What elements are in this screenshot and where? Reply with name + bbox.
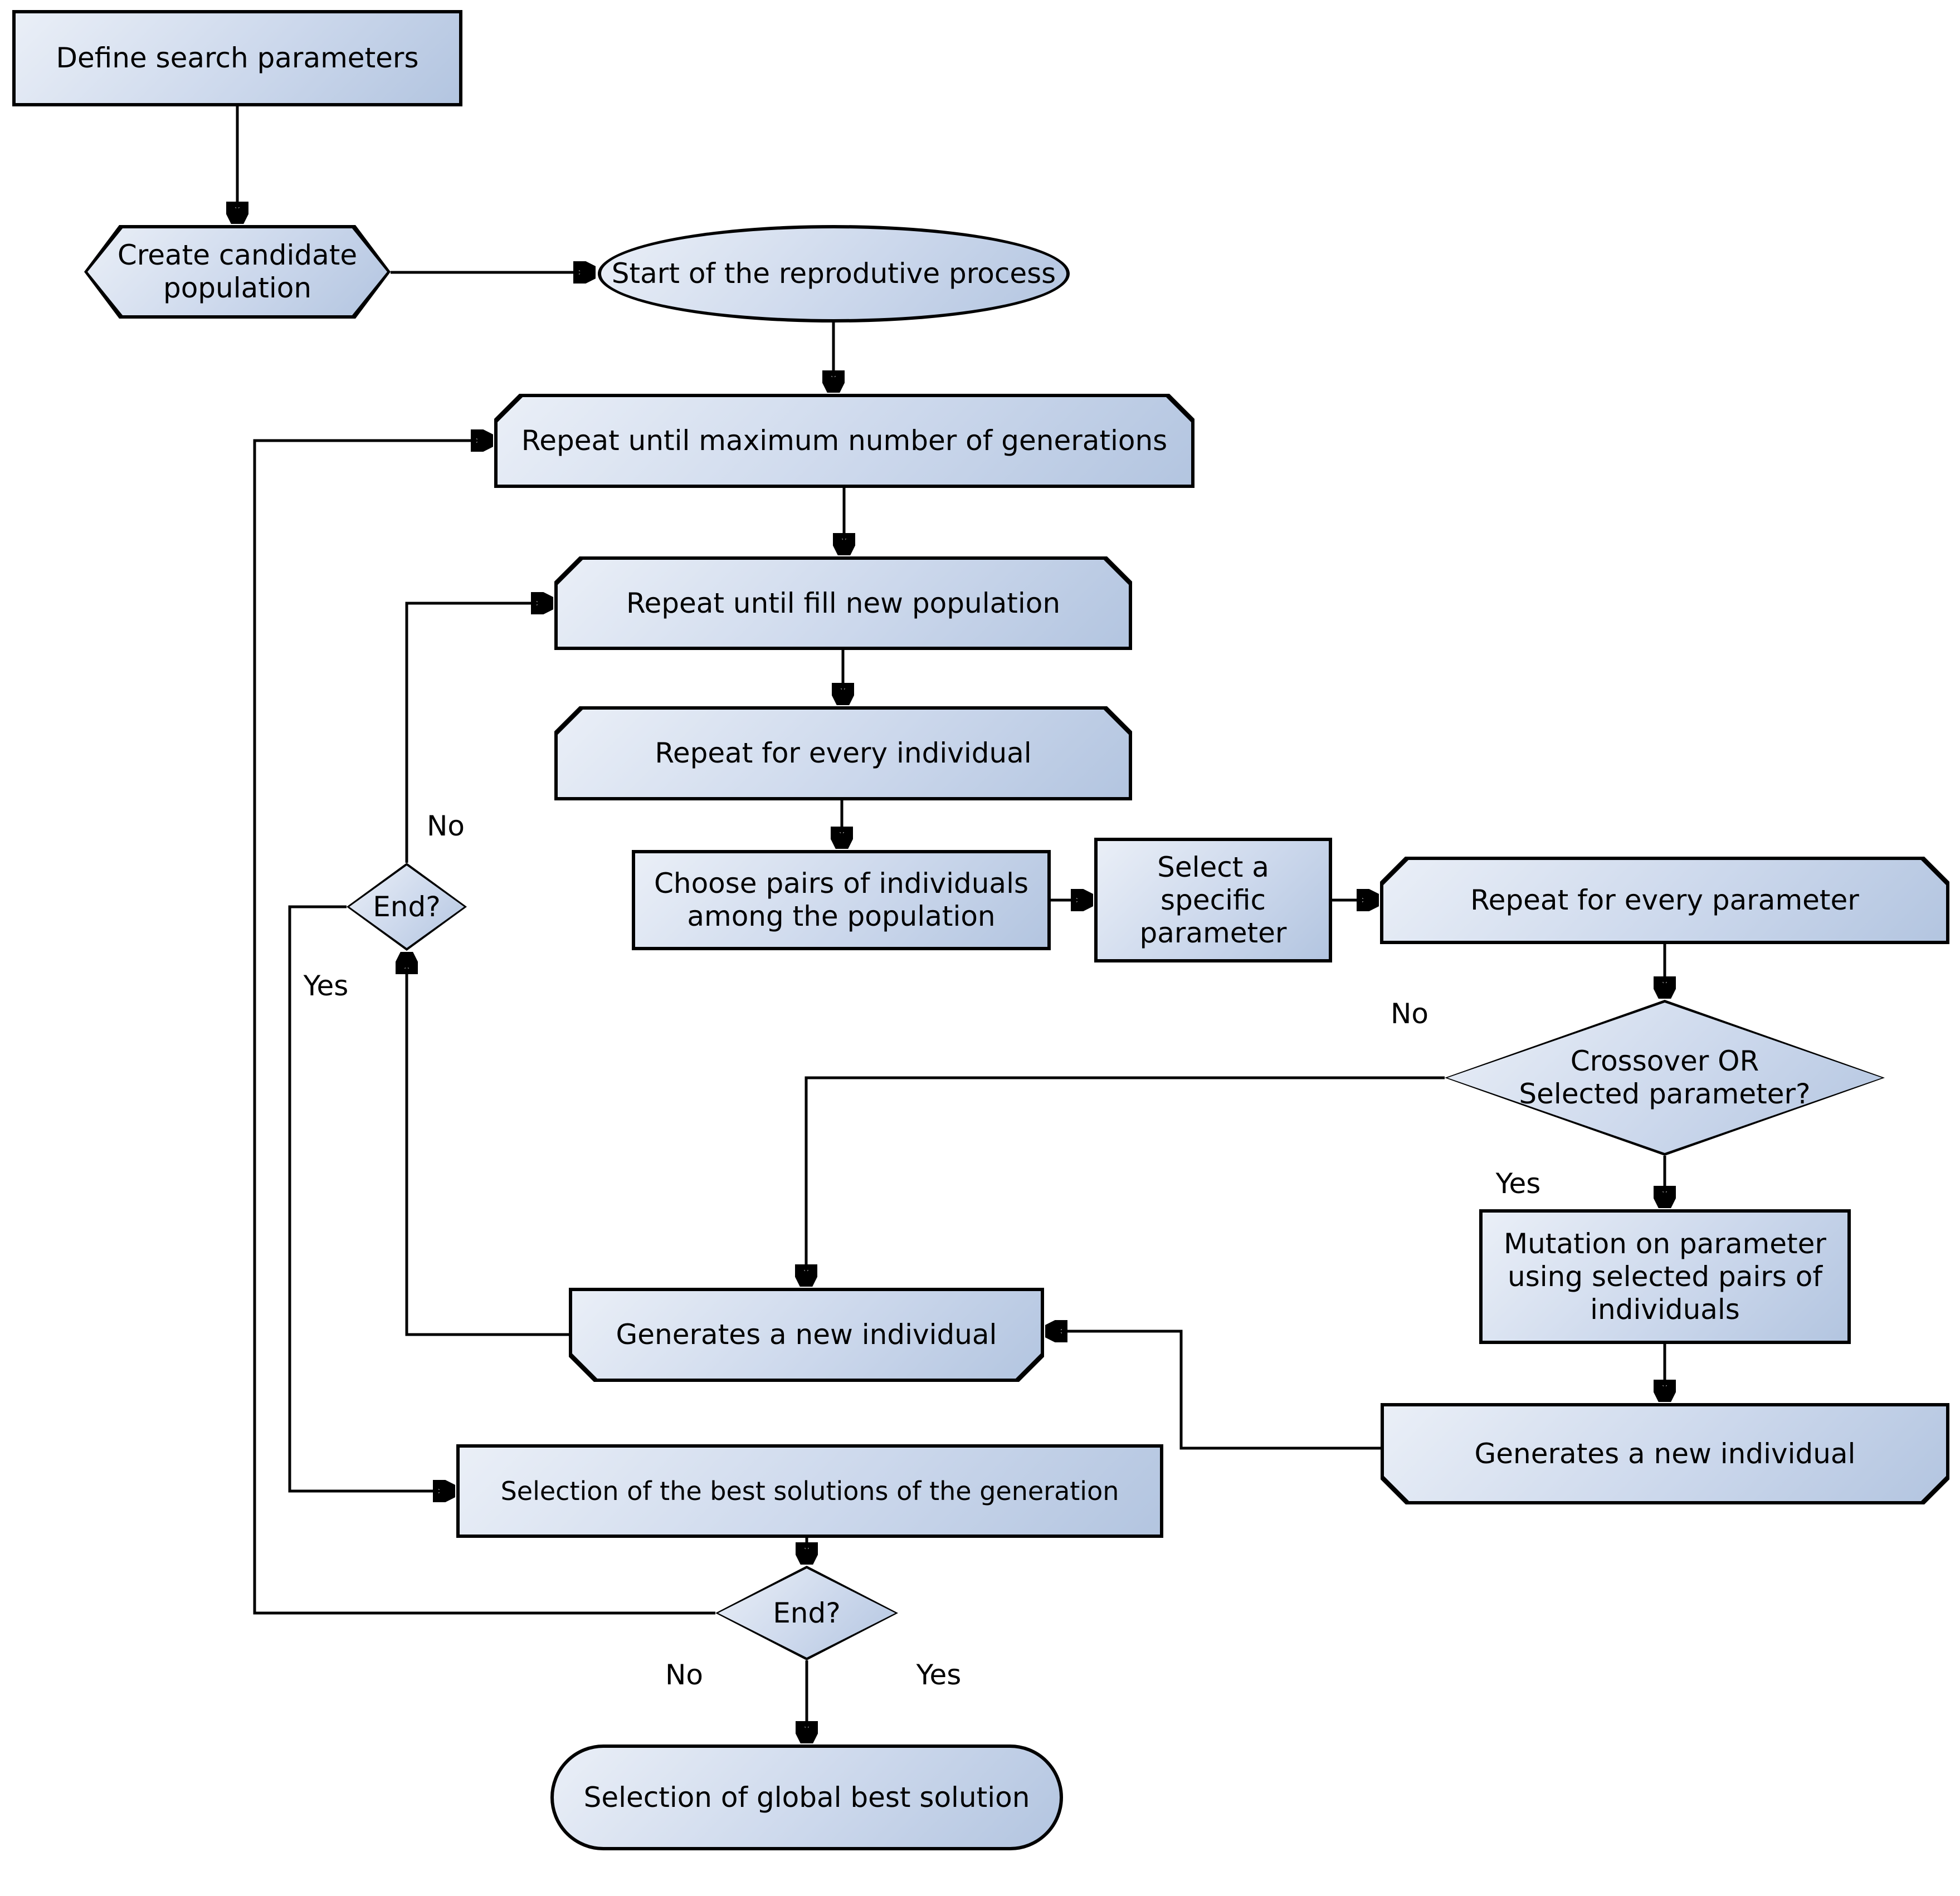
edge-label-crossover-yes: Yes — [1495, 1167, 1541, 1200]
node-end-fill-decision-label: End? — [373, 890, 441, 923]
node-generates-left-label: Generates a new individual — [616, 1318, 997, 1351]
node-create-population-label: Create candidate population — [117, 239, 358, 304]
node-define-parameters-label: Define search parameters — [56, 42, 419, 74]
node-repeat-generations: Repeat until maximum number of generatio… — [494, 394, 1194, 488]
node-mutation-label: Mutation on parameter using selected pai… — [1504, 1227, 1826, 1326]
edge-end-generations-no-to-repeat-generations — [253, 441, 715, 1615]
hexagon-shape — [87, 228, 387, 315]
edge-end-fill-yes-to-selection-best — [288, 905, 452, 1491]
node-repeat-fill-population-label: Repeat until fill new population — [626, 587, 1061, 619]
node-choose-pairs-label: Choose pairs of individuals among the po… — [654, 867, 1029, 932]
node-choose-pairs: Choose pairs of individuals among the po… — [632, 850, 1051, 950]
node-end-generations-decision-label: End? — [773, 1596, 841, 1629]
node-repeat-individual: Repeat for every individual — [554, 706, 1132, 800]
edge-generates-left-to-end-fill — [407, 955, 569, 1336]
loop-start-shape — [498, 397, 1191, 485]
loop-start-shape — [1383, 860, 1946, 941]
edge-label-crossover-no: No — [1391, 998, 1428, 1030]
node-start-reproductive-label: Start of the reprodutive process — [611, 257, 1056, 290]
node-start-reproductive: Start of the reprodutive process — [598, 225, 1070, 322]
node-generates-right: Generates a new individual — [1381, 1403, 1949, 1504]
node-mutation: Mutation on parameter using selected pai… — [1479, 1209, 1851, 1344]
edge-generates-right-to-generates-left — [1049, 1331, 1381, 1450]
node-create-population: Create candidate population — [84, 225, 391, 319]
loop-start-shape — [558, 710, 1129, 797]
node-selection-best-label: Selection of the best solutions of the g… — [500, 1475, 1119, 1506]
edge-crossover-no-to-generates-left — [806, 1076, 1445, 1283]
node-select-parameter-label: Select a specific parameter — [1139, 851, 1287, 949]
edge-end-fill-no-to-repeat-fill — [405, 603, 550, 863]
node-generates-left: Generates a new individual — [569, 1288, 1044, 1382]
loop-end-shape — [572, 1291, 1041, 1379]
node-define-parameters: Define search parameters — [12, 10, 462, 106]
edge-label-end-yes: Yes — [916, 1659, 962, 1691]
node-repeat-parameter: Repeat for every parameter — [1380, 857, 1949, 944]
loop-end-shape — [1384, 1406, 1946, 1501]
edge-label-fill-no: No — [427, 810, 465, 842]
node-repeat-parameter-label: Repeat for every parameter — [1470, 884, 1859, 916]
node-crossover-decision-label: Crossover OR Selected parameter? — [1519, 1045, 1811, 1110]
node-global-best-label: Selection of global best solution — [583, 1781, 1030, 1814]
node-selection-best: Selection of the best solutions of the g… — [456, 1444, 1163, 1538]
node-generates-right-label: Generates a new individual — [1474, 1437, 1856, 1470]
node-repeat-fill-population: Repeat until fill new population — [554, 556, 1132, 650]
node-select-parameter: Select a specific parameter — [1094, 838, 1332, 962]
edge-label-end-no: No — [665, 1659, 703, 1691]
node-repeat-generations-label: Repeat until maximum number of generatio… — [521, 424, 1168, 457]
node-repeat-individual-label: Repeat for every individual — [655, 737, 1032, 769]
node-global-best: Selection of global best solution — [550, 1744, 1063, 1850]
edge-label-fill-yes: Yes — [303, 970, 349, 1002]
loop-start-shape — [558, 560, 1129, 647]
